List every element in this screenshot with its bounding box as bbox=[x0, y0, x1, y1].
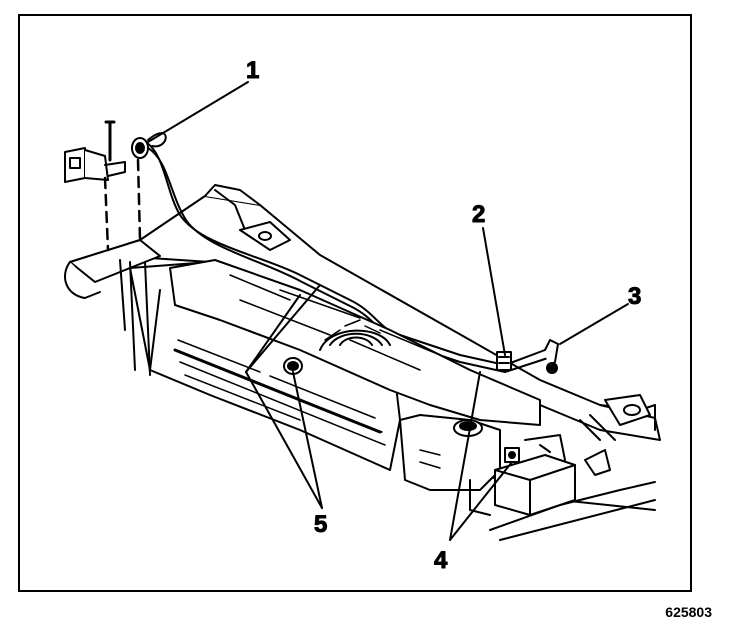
front-crossmember bbox=[64, 184, 291, 376]
fuel-line-fitting-3 bbox=[544, 339, 559, 374]
mounting-bracket bbox=[64, 120, 142, 252]
callout-3: 3 bbox=[628, 283, 641, 310]
figure-id: 625803 bbox=[665, 604, 712, 620]
callout-leaders bbox=[147, 81, 629, 541]
callout-2: 2 bbox=[472, 201, 485, 228]
callout-5: 5 bbox=[314, 511, 327, 538]
fuel-line-clip-1 bbox=[131, 137, 149, 159]
fuel-tank bbox=[169, 259, 616, 516]
callout-1: 1 bbox=[246, 57, 259, 84]
callout-4: 4 bbox=[434, 547, 448, 574]
